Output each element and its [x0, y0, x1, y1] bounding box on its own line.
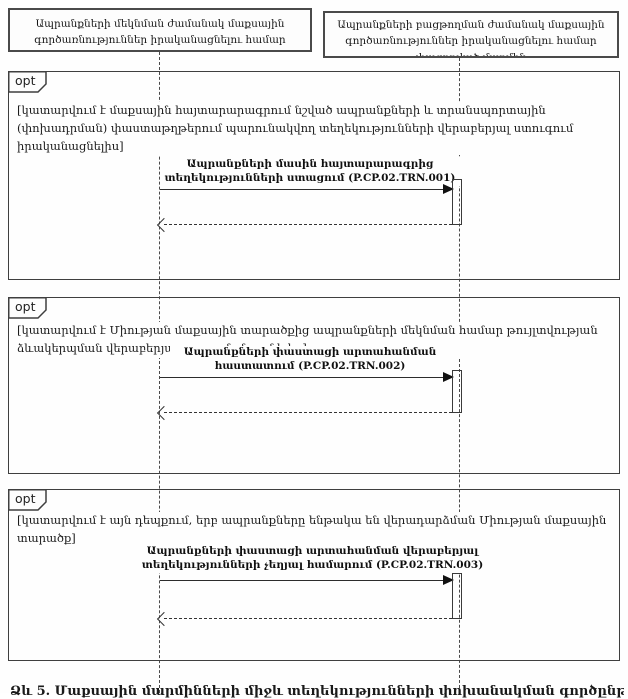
opt-operator-label-2: opt	[15, 299, 36, 314]
message-label-3: Ապրանքների փաստացի արտահանման վերաբերյալ…	[140, 545, 485, 573]
return-arrow-3	[164, 618, 452, 619]
filled-arrowhead-icon-3	[443, 575, 454, 585]
opt-fragment-3: opt [կատարվում է այն դեպքում, երբ ապրանք…	[8, 489, 620, 661]
opt-fragment-2: opt [կատարվում է Միության մաքսային տարած…	[8, 297, 620, 474]
filled-arrowhead-icon-1	[443, 184, 454, 194]
return-arrow-2	[164, 412, 452, 413]
activation-bar-3	[452, 573, 462, 619]
return-arrow-1	[164, 224, 452, 225]
message-arrow-2	[160, 377, 445, 378]
opt-tab-icon	[8, 71, 47, 93]
opt-tab-icon	[8, 489, 47, 511]
message-arrow-1	[160, 189, 445, 190]
opt-operator-label-3: opt	[15, 491, 36, 506]
figure-caption: Ձև 5. Մաքսային մարմինների միջև տեղեկությ…	[10, 684, 624, 699]
actor-box-release-authority: Ապրանքների բացթողման ժամանակ մաքսային գո…	[323, 11, 619, 58]
message-label-1: Ապրանքների մասին հայտարարագրից տեղեկությ…	[160, 158, 460, 186]
opt-operator-label-1: opt	[15, 73, 36, 88]
guard-condition-1: [կատարվում է մաքսային հայտարարագրում նշվ…	[17, 102, 613, 156]
lifeline-departure-authority	[159, 52, 160, 693]
actor-box-departure-authority: Ապրանքների մեկնման ժամանակ մաքսային գործ…	[8, 8, 312, 52]
guard-condition-3: [կատարվում է այն դեպքում, երբ ապրանքները…	[17, 512, 613, 548]
opt-tab-icon	[8, 297, 47, 319]
activation-bar-1	[452, 179, 462, 225]
lifeline-release-authority	[459, 58, 460, 693]
filled-arrowhead-icon-2	[443, 372, 454, 382]
opt-fragment-1: opt [կատարվում է մաքսային հայտարարագրում…	[8, 71, 620, 280]
message-label-2: Ապրանքների փաստացի արտահանման հաստատում …	[170, 346, 450, 374]
message-arrow-3	[160, 580, 445, 581]
activation-bar-2	[452, 370, 462, 413]
